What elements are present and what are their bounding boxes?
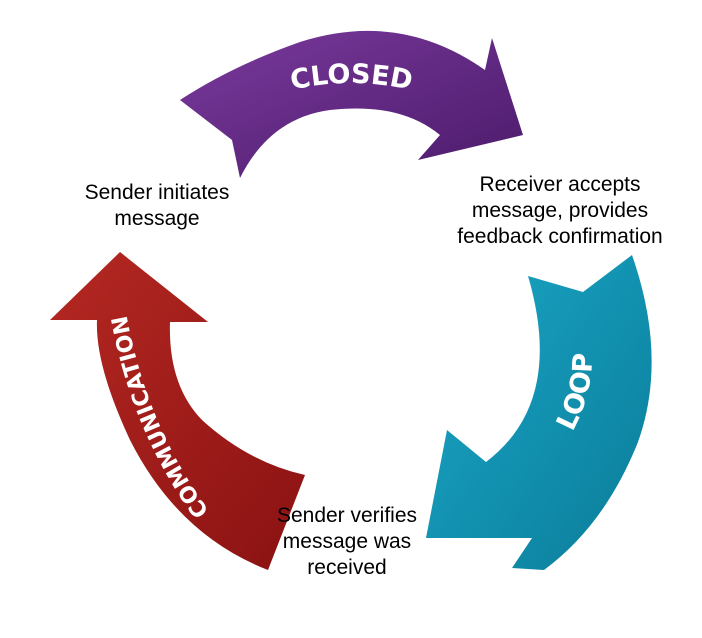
communication-arrow bbox=[50, 252, 305, 570]
step-sender-initiates: Sender initiates message bbox=[72, 180, 242, 232]
loop-arrow bbox=[426, 255, 652, 570]
step-line: Sender initiates bbox=[84, 181, 230, 204]
step-receiver-accepts: Receiver accepts message, provides feedb… bbox=[440, 172, 680, 250]
step-line: message was bbox=[282, 530, 412, 553]
step-line: message, provides bbox=[471, 199, 649, 222]
step-line: feedback confirmation bbox=[457, 225, 663, 248]
step-line: message bbox=[114, 207, 200, 230]
closed-arrow bbox=[180, 30, 523, 178]
step-line: Receiver accepts bbox=[479, 173, 641, 196]
step-line: Sender verifies bbox=[276, 504, 418, 527]
step-sender-verifies: Sender verifies message was received bbox=[262, 503, 432, 581]
step-line: received bbox=[307, 556, 387, 579]
